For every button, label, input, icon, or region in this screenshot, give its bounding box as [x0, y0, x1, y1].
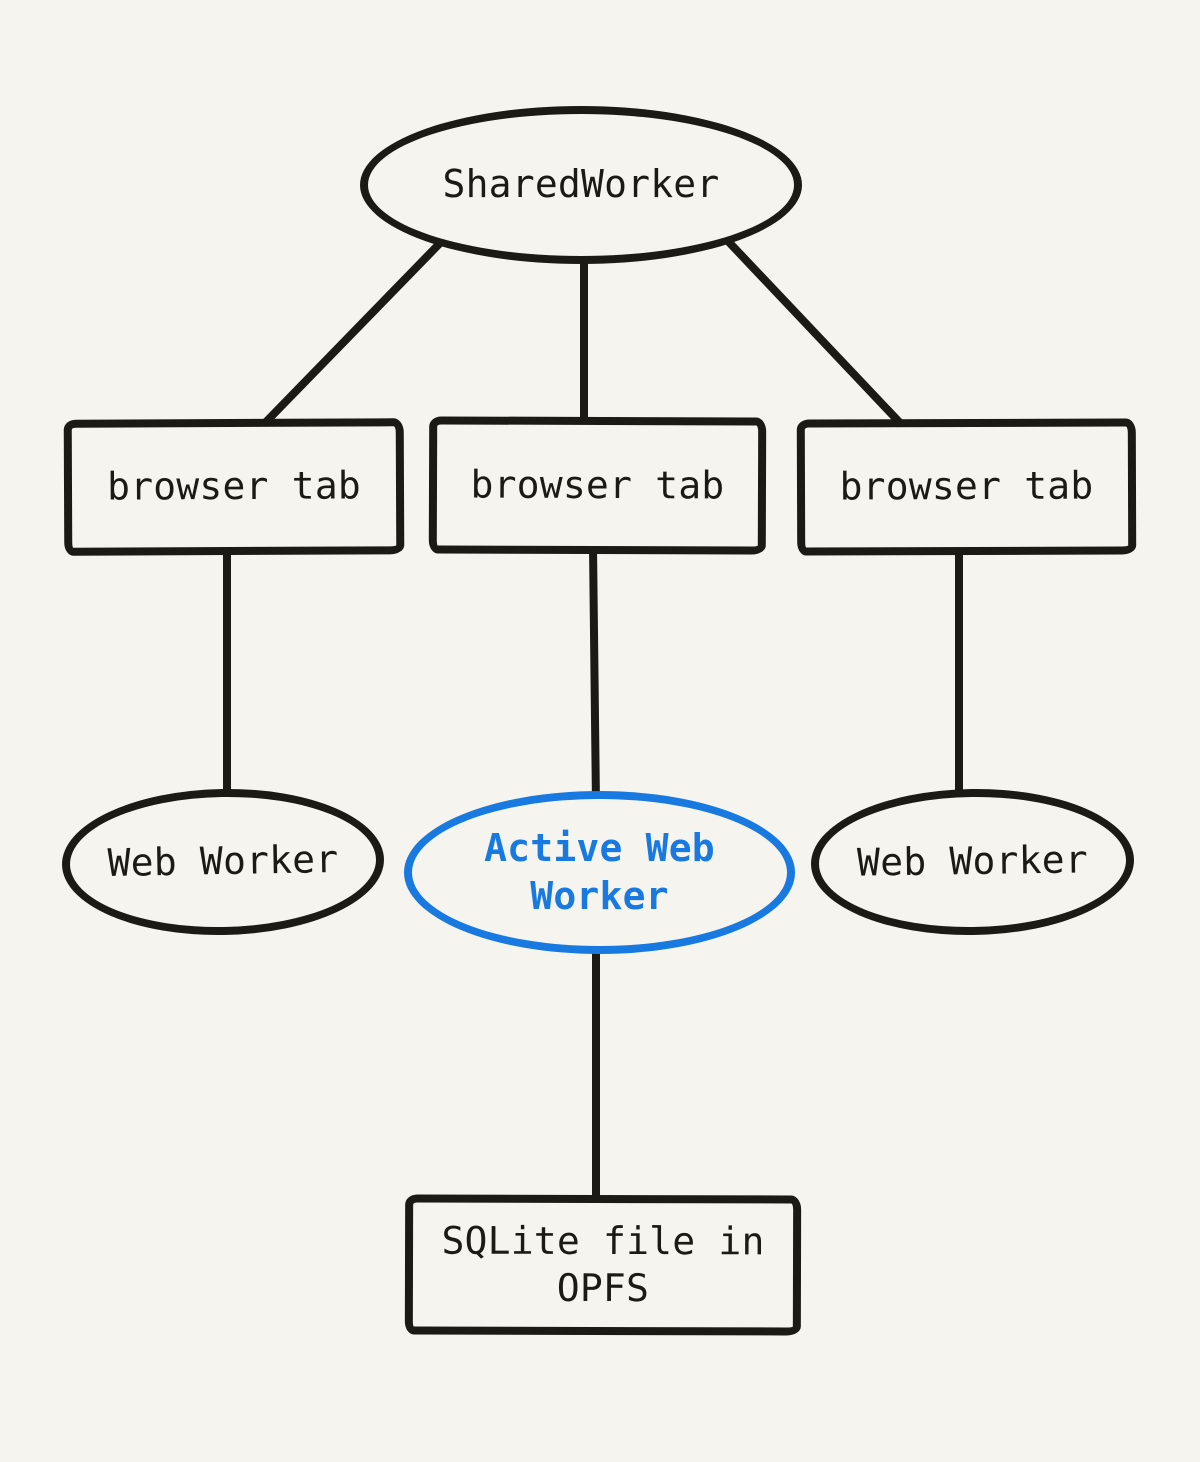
- browser-tab-middle-label: browser tab: [470, 462, 725, 508]
- browser-tab-right-label: browser tab: [839, 463, 1094, 509]
- node-sqlite-file-opfs: SQLite file in OPFS: [404, 1194, 802, 1336]
- browser-tab-left-label: browser tab: [106, 463, 362, 509]
- node-shared-worker: SharedWorker: [360, 106, 802, 264]
- web-worker-right-label: Web Worker: [856, 837, 1089, 885]
- node-browser-tab-right: browser tab: [796, 418, 1137, 556]
- node-active-web-worker: Active Web Worker: [404, 791, 795, 954]
- active-web-worker-label: Active Web Worker: [484, 826, 715, 918]
- edge-tab-middle-to-active-worker: [589, 542, 600, 809]
- shared-worker-label: SharedWorker: [442, 162, 720, 207]
- node-browser-tab-left: browser tab: [63, 418, 405, 556]
- edge-shared-to-tab-left: [258, 234, 449, 430]
- sqlite-file-label: SQLite file in OPFS: [441, 1218, 765, 1311]
- node-browser-tab-middle: browser tab: [428, 416, 767, 555]
- web-worker-left-label: Web Worker: [107, 837, 339, 886]
- edge-shared-to-tab-right: [721, 234, 907, 430]
